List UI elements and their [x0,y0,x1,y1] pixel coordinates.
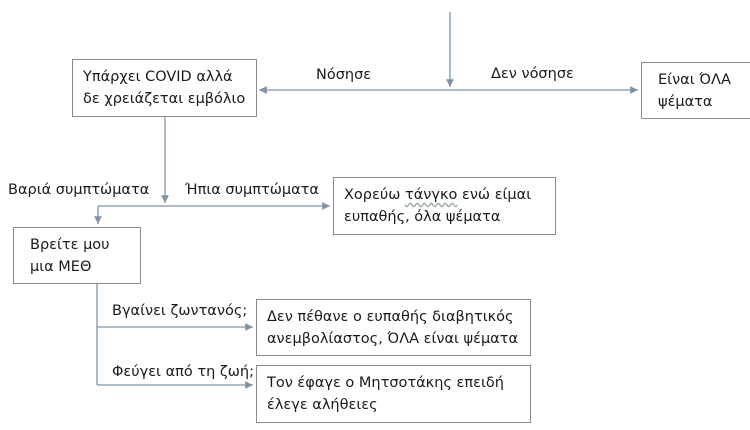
tango-text-1: Χορεύω [344,187,405,203]
tango-text-misspelled: τάνγκο [405,187,458,203]
edge-label-severe: Βαριά συμπτώματα [8,182,150,198]
node-tango: Χορεύω τάνγκο ενώ είμαι ευπαθής, όλα ψέμ… [333,177,556,235]
edge-label-not-sick: Δεν νόσησε [491,66,574,82]
node-died-outcome: Τον έφαγε ο Μητσοτάκης επειδή έλεγε αλήθ… [256,365,531,423]
edge-label-got-sick: Νόσησε [316,67,372,83]
edge-label-mild: Ήπια συμπτώματα [185,182,319,198]
node-covid-no-vaccine: Υπάρχει COVID αλλά δε χρειάζεται εμβόλιο [72,59,257,117]
node-icu: Βρείτε μου μια ΜΕΘ [13,227,141,284]
tango-text-2: ενώ είμαι ευπαθής, όλα ψέματα [344,187,532,225]
node-survived-outcome: Δεν πέθανε ο ευπαθής διαβητικός ανεμβολί… [256,299,531,356]
edge-label-survives: Βγαίνει ζωντανός; [112,303,248,319]
node-all-lies: Είναι ΌΛΑ ψέματα [641,62,750,119]
edge-label-dies: Φεύγει από τη ζωή; [112,364,254,380]
